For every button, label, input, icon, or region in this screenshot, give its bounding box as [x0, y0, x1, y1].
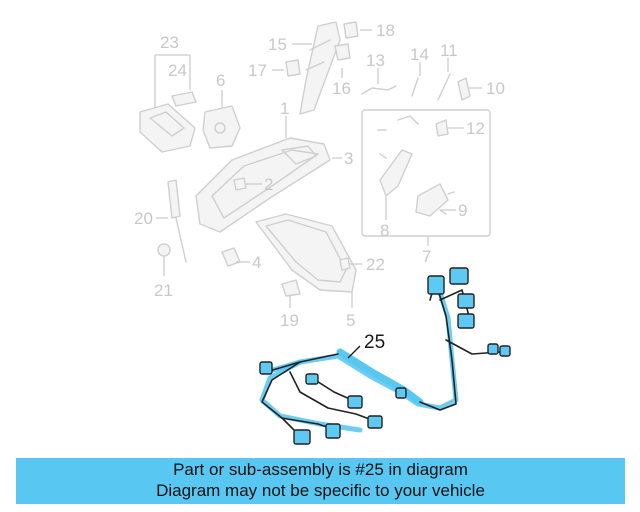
callout-1: 1: [280, 99, 289, 118]
part-13-rod: [361, 68, 397, 95]
part-18-nut: [343, 21, 372, 39]
callout-22: 22: [366, 255, 385, 274]
callout-25[interactable]: 25: [364, 332, 385, 353]
part-23-latch-assembly: [139, 54, 197, 153]
part-19-clip: [281, 279, 301, 308]
callout-5: 5: [346, 311, 355, 330]
part-14-rod: [411, 62, 421, 97]
callout-7: 7: [422, 247, 431, 266]
callout-11: 11: [440, 41, 458, 60]
part-7-lock-kit-box: [361, 109, 491, 246]
part-11-rod: [437, 58, 451, 101]
callout-9: 9: [458, 201, 467, 220]
callout-13: 13: [366, 51, 385, 70]
callout-23: 23: [160, 33, 179, 52]
part-25-wiring-harness[interactable]: [259, 267, 511, 445]
part-20-strut: [156, 179, 187, 263]
banner-part-note: Part or sub-assembly is #25 in diagram: [173, 460, 468, 479]
callout-20: 20: [134, 209, 153, 228]
part-16-clip: [334, 43, 351, 78]
part-21-ball-stud: [157, 243, 171, 276]
callout-16: 16: [332, 79, 351, 98]
banner-disclaimer: Diagram may not be specific to your vehi…: [156, 481, 485, 500]
callout-8: 8: [380, 221, 389, 240]
callout-2: 2: [264, 175, 273, 194]
callout-21: 21: [154, 281, 173, 300]
part-6-lock: [202, 90, 241, 149]
callout-17: 17: [248, 61, 267, 80]
part-22-clip: [339, 257, 351, 271]
callout-14: 14: [410, 45, 429, 64]
callout-15: 15: [268, 35, 287, 54]
part-17-clip: [272, 59, 301, 77]
callout-6: 6: [216, 71, 225, 90]
part-1-lid: [195, 116, 342, 233]
callout-19: 19: [280, 311, 299, 330]
callout-18: 18: [376, 21, 395, 40]
part-4-bracket: [221, 247, 250, 267]
part-2-bumper: [233, 177, 262, 191]
part-15-hinge: [292, 21, 341, 115]
callout-12: 12: [466, 119, 485, 138]
callout-4: 4: [252, 253, 261, 272]
callout-3: 3: [344, 149, 353, 168]
callout-24: 24: [168, 61, 187, 80]
info-banner: Part or sub-assembly is #25 in diagram D…: [16, 458, 625, 504]
callout-10: 10: [486, 79, 505, 98]
parts-diagram: 23 24 6 15 17 18 16 13 14 11 10 1 12 3 2…: [134, 21, 511, 445]
part-10-bracket: [457, 77, 482, 101]
